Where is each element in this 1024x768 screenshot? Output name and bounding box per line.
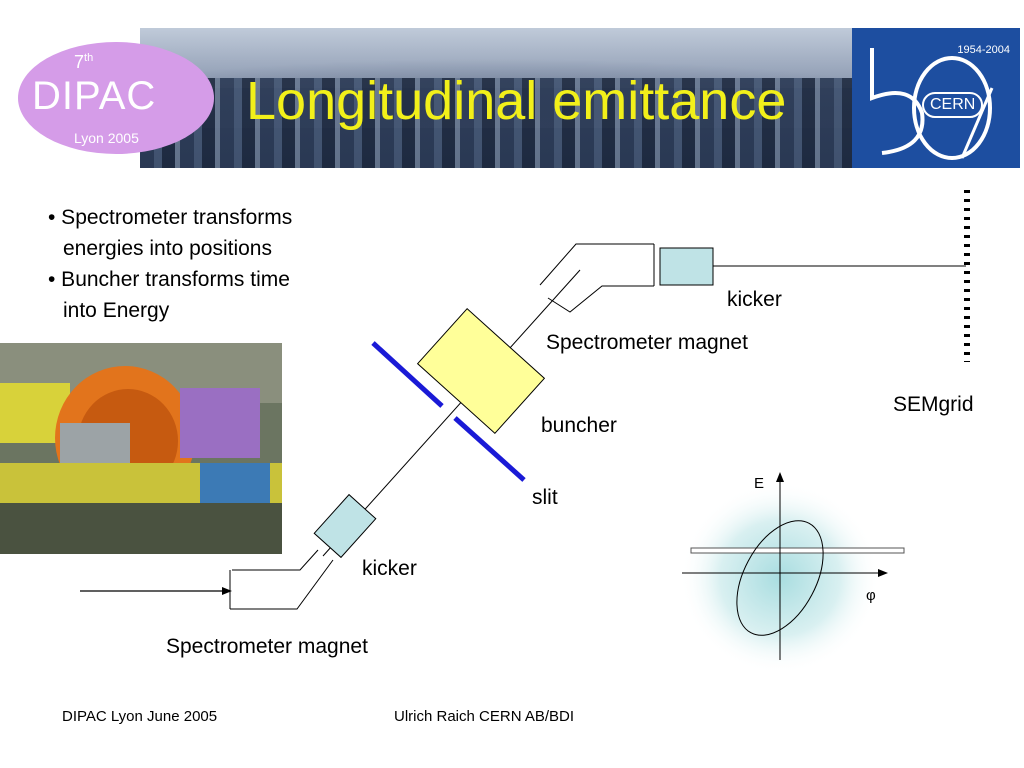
dipac-logo-name: DIPAC (32, 74, 157, 118)
kicker-top-box (659, 247, 714, 286)
phase-plot-x-label: φ (866, 587, 876, 604)
footer-left: DIPAC Lyon June 2005 (62, 708, 218, 725)
bullet-1-line-1: • Spectrometer transforms (48, 206, 293, 229)
phase-space-ellipse (736, 520, 824, 636)
buncher-box (416, 308, 546, 434)
kicker-top-label: kicker (727, 288, 782, 311)
phase-plot-x-arrowhead (878, 569, 888, 577)
kicker-bottom-box (313, 493, 377, 559)
dipac-logo-ordinal: 7th (74, 52, 94, 72)
bullet-2-line-1: • Buncher transforms time (48, 268, 290, 291)
beam-diagonal-line (322, 269, 581, 557)
buncher-label: buncher (541, 414, 617, 437)
spectrometer-magnet-bottom (229, 549, 334, 610)
incoming-beam-arrowhead (222, 587, 232, 595)
spectrometer-magnet-bottom-label: Spectrometer magnet (166, 635, 368, 658)
bullet-1-line-2: energies into positions (63, 237, 272, 260)
footer-center: Ulrich Raich CERN AB/BDI (394, 708, 575, 725)
bullet-2-line-2: into Energy (63, 299, 170, 322)
bullet-list: • Spectrometer transforms energies into … (48, 202, 292, 326)
spectrometer-magnet-top-label: Spectrometer magnet (546, 331, 748, 354)
cern-50-graphic (870, 48, 994, 160)
buncher-photo (0, 343, 282, 554)
slit-label: slit (532, 486, 558, 509)
dipac-logo (18, 42, 214, 154)
kicker-bottom-label: kicker (362, 557, 417, 580)
semgrid-label: SEMgrid (893, 393, 974, 416)
cern-50-logo: 1954-2004 CERN (852, 28, 1020, 168)
slit-upper-blade (371, 341, 444, 408)
phase-plot-y-label: E (754, 475, 765, 492)
slide-title: Longitudinal emittance (246, 71, 787, 131)
dipac-logo-city: Lyon 2005 (74, 130, 139, 146)
spectrometer-magnet-top (539, 243, 655, 313)
cern-label: CERN (922, 92, 984, 118)
phase-plot-slit-bar (690, 547, 905, 554)
phase-plot-y-arrowhead (776, 472, 784, 482)
cern-years: 1954-2004 (957, 44, 1010, 56)
buncher-photo-graphic (0, 343, 282, 554)
slit-lower-blade (453, 416, 526, 482)
